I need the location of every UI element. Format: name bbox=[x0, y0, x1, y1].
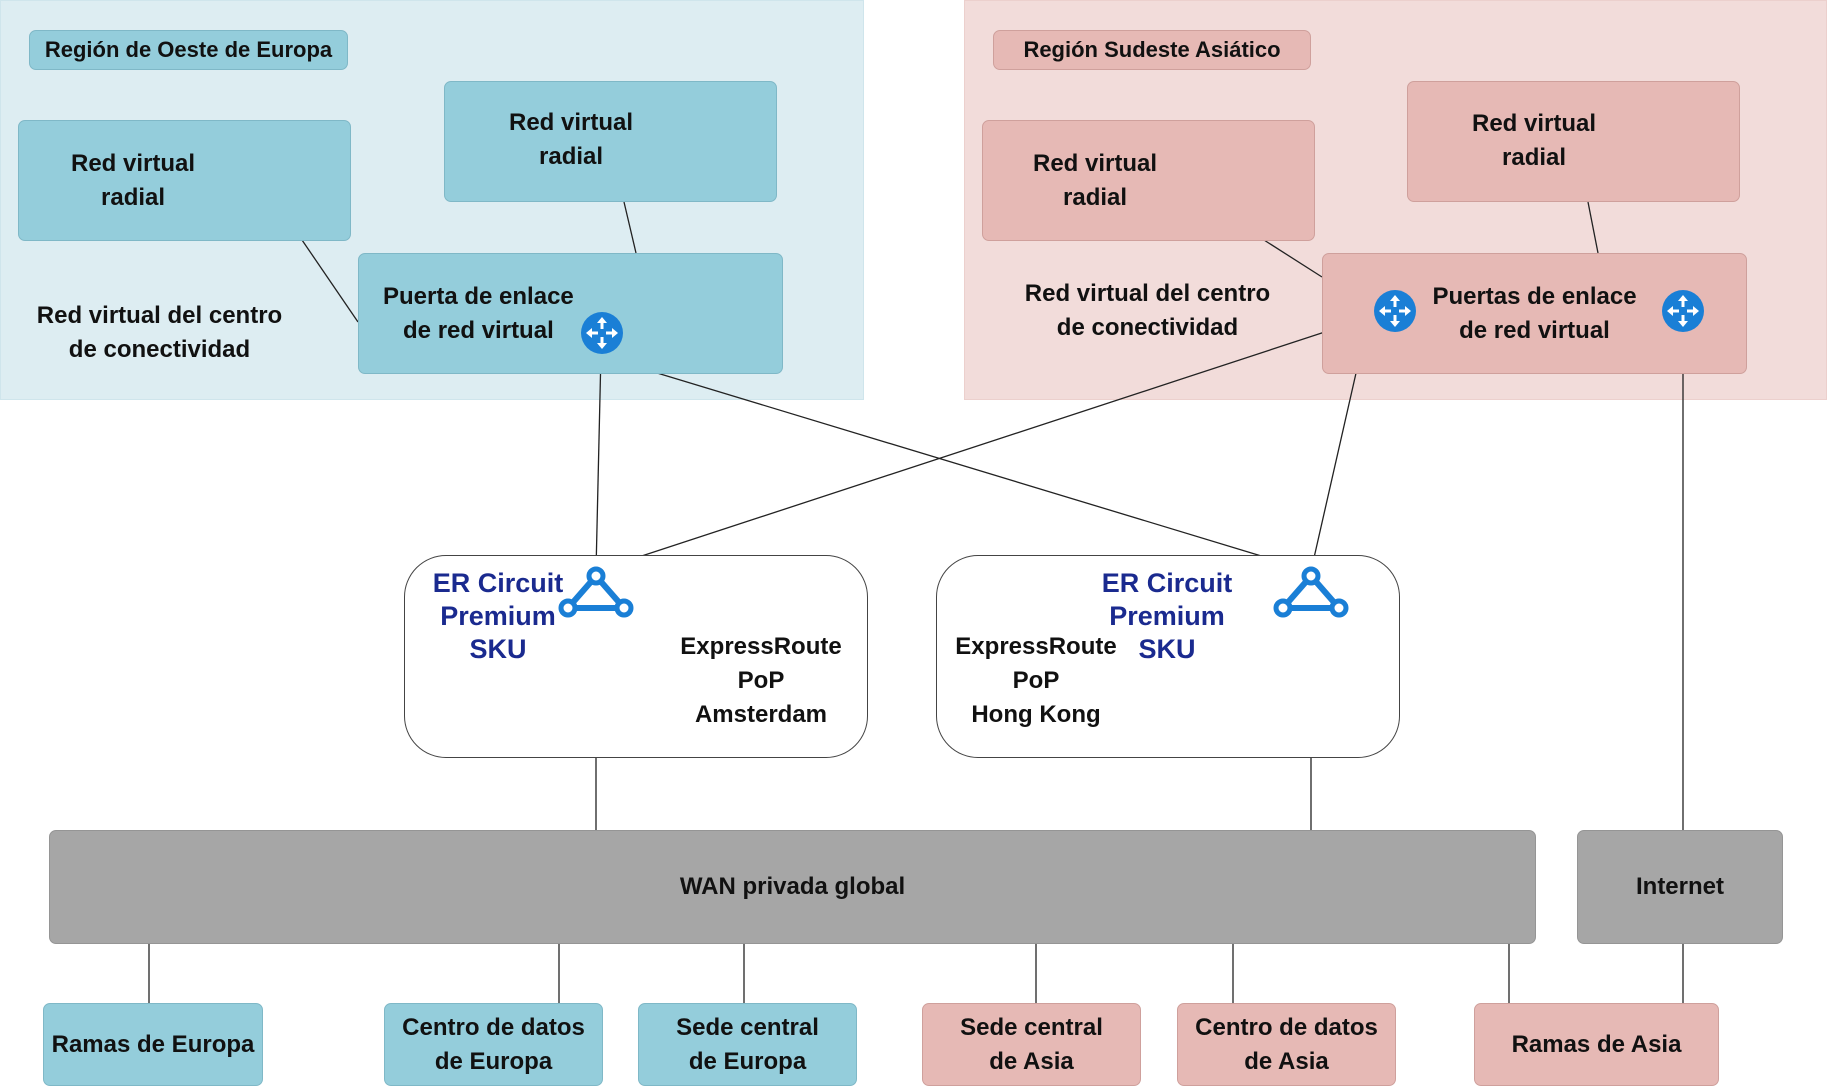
er-circuit-label-hongkong: ER Circuit Premium SKU bbox=[1101, 568, 1233, 664]
expressroute-icon bbox=[558, 566, 634, 618]
eu-hub-vnet-label: Red virtual del centro de conectividad bbox=[36, 302, 283, 363]
site-europe-branches: Ramas de Europa bbox=[43, 1003, 263, 1086]
link-eu-gateway-hongkong bbox=[600, 355, 1312, 572]
region-label-southeast-asia: Región Sudeste Asiático bbox=[993, 30, 1311, 70]
link-eu-spoke-left-gateway bbox=[301, 239, 359, 323]
expressroute-icon bbox=[1273, 566, 1349, 618]
link-as-spoke-left-gateway bbox=[1263, 239, 1323, 278]
as-hub-vnet-label: Red virtual del centro de conectividad bbox=[1024, 280, 1271, 341]
as-spoke-vnet-left: Red virtual radial bbox=[982, 120, 1315, 241]
site-asia-hq: Sede central de Asia bbox=[922, 1003, 1141, 1086]
site-europe-datacenter: Centro de datos de Europa bbox=[384, 1003, 603, 1086]
region-label-west-europe: Región de Oeste de Europa bbox=[29, 30, 348, 70]
router-icon bbox=[581, 312, 623, 354]
link-eu-gateway-amsterdam bbox=[595, 351, 602, 572]
eu-spoke-vnet-left: Red virtual radial bbox=[18, 120, 351, 241]
site-europe-hq: Sede central de Europa bbox=[638, 1003, 857, 1086]
link-as-spoke-right-gateway bbox=[1587, 201, 1599, 254]
er-circuit-label-amsterdam: ER Circuit Premium SKU bbox=[432, 568, 564, 664]
expressroute-pop-amsterdam bbox=[404, 555, 868, 758]
as-spoke-vnet-right: Red virtual radial bbox=[1407, 81, 1740, 202]
link-as-gateway-amsterdam bbox=[595, 308, 1396, 572]
global-private-wan: WAN privada global bbox=[49, 830, 1536, 944]
internet: Internet bbox=[1577, 830, 1783, 944]
router-icon bbox=[1662, 290, 1704, 332]
site-asia-datacenter: Centro de datos de Asia bbox=[1177, 1003, 1396, 1086]
pop-location-hongkong: ExpressRoute PoP Hong Kong bbox=[955, 633, 1117, 728]
link-eu-spoke-right-gateway bbox=[623, 201, 637, 254]
eu-vnet-gateway: Puerta de enlace de red virtual bbox=[358, 253, 783, 374]
pop-location-amsterdam: ExpressRoute PoP Amsterdam bbox=[680, 633, 842, 728]
site-asia-branches: Ramas de Asia bbox=[1474, 1003, 1719, 1086]
router-icon bbox=[1374, 290, 1416, 332]
eu-spoke-vnet-right: Red virtual radial bbox=[444, 81, 777, 202]
